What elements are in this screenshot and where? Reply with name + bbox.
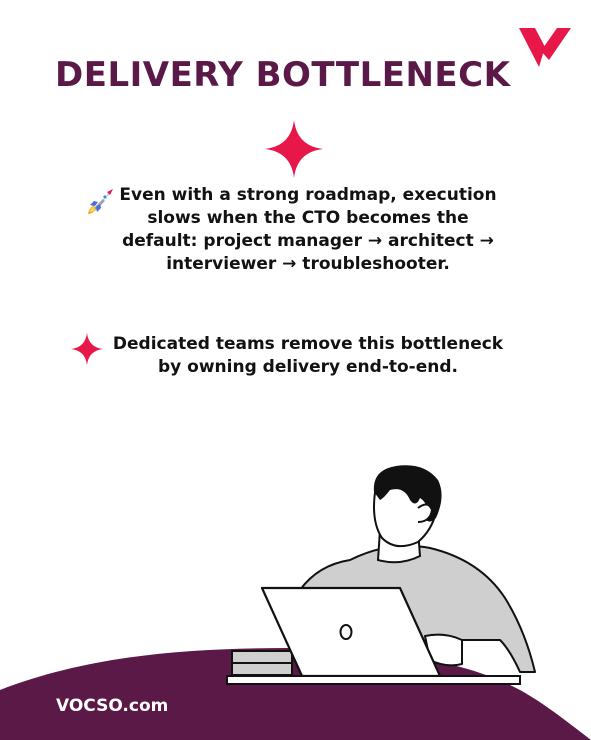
brand-v-logo-icon: [519, 28, 571, 67]
page-title: DELIVERY BOTTLENECK: [55, 55, 511, 95]
rocket-icon: [88, 189, 113, 214]
website-link[interactable]: VOCSO.com: [56, 696, 169, 716]
bullet-point: Dedicated teams remove this bottleneck b…: [112, 333, 504, 379]
sparkle-icon: [71, 333, 103, 365]
bullet-text: Even with a strong roadmap, execution sl…: [119, 185, 497, 274]
bullet-text: Dedicated teams remove this bottleneck b…: [112, 334, 504, 377]
person-at-laptop-illustration: [0, 465, 591, 740]
bullet-point: Even with a strong roadmap, execution sl…: [118, 184, 498, 276]
sparkle-icon: [265, 120, 323, 178]
